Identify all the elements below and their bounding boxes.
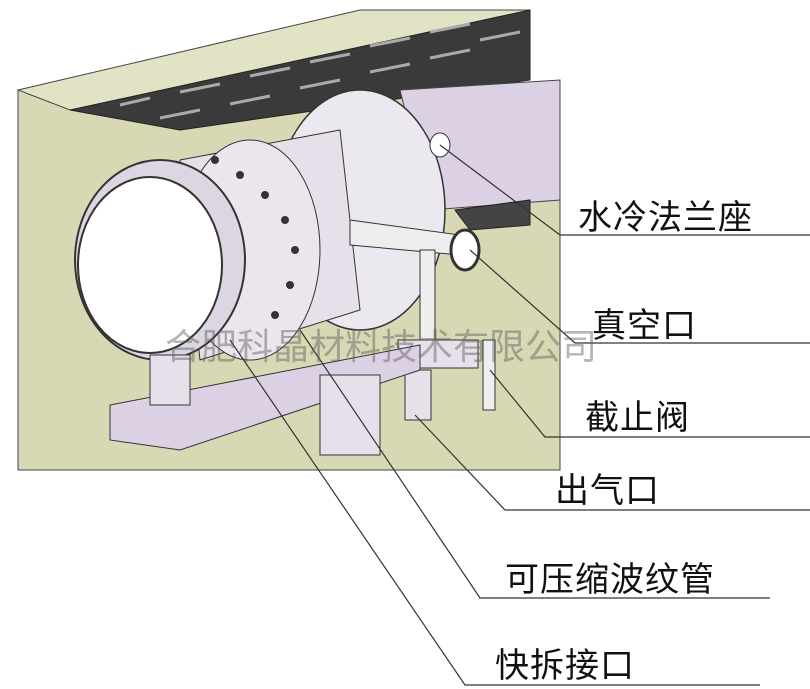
gas-outlet — [404, 369, 432, 421]
label-water-cooled-flange-seat: 水冷法兰座 — [578, 198, 753, 238]
label-gas-outlet: 出气口 — [555, 471, 660, 511]
label-compressible-bellows: 可压缩波纹管 — [505, 560, 715, 600]
support-bracket — [109, 344, 421, 451]
label-vacuum-port: 真空口 — [592, 306, 697, 346]
label-quick-release-connector: 快拆接口 — [495, 646, 635, 686]
conveyor-right — [454, 199, 531, 231]
label-stop-valve: 截止阀 — [585, 398, 690, 438]
leader-lines — [229, 144, 810, 686]
watermark: 合肥科晶材料技术有限公司 — [165, 327, 598, 368]
